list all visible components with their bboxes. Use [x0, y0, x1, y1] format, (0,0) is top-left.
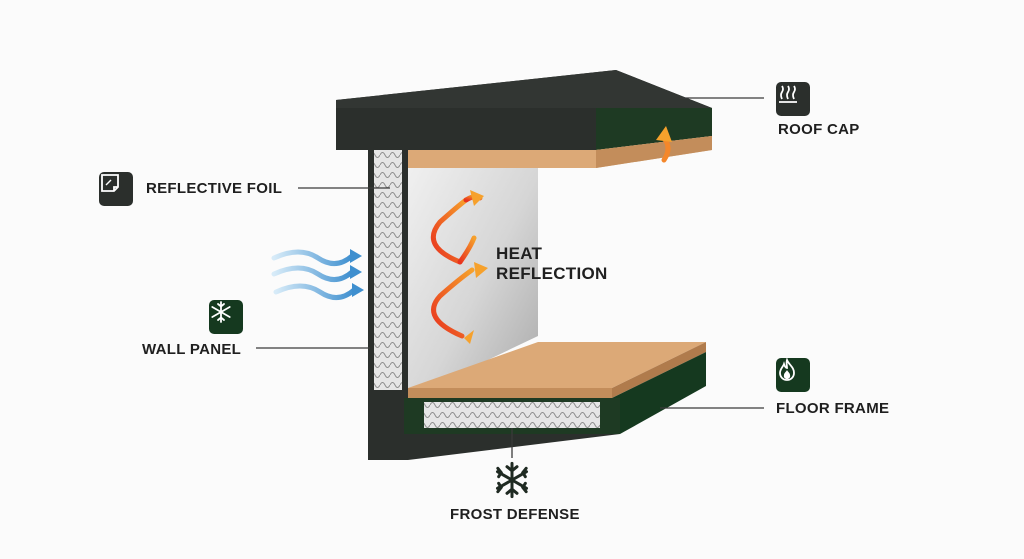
heat-reflection-label-line2: REFLECTION: [496, 264, 608, 283]
floor-board-top: [408, 342, 706, 388]
cold-air-arrows: [271, 249, 357, 300]
roof-cap-top-face: [336, 70, 712, 108]
wall-insulation: [374, 150, 402, 390]
reflective-foil-surface: [408, 148, 538, 398]
floor-frame-label: FLOOR FRAME: [776, 400, 890, 417]
heat-arrowheads: [464, 190, 488, 344]
roof-cap-label: ROOF CAP: [778, 121, 860, 138]
floor-frame-base: [368, 434, 620, 460]
frost-defense-label: FROST DEFENSE: [450, 506, 580, 523]
floor-board-front: [408, 388, 612, 398]
flame-icon: [779, 358, 795, 381]
ceiling-board-edge: [596, 136, 712, 168]
floor-insulation: [424, 402, 600, 428]
floor-frame-badge: [776, 358, 810, 392]
heat-rising-icon: [779, 85, 797, 103]
cold-air-arrowheads: [350, 249, 364, 297]
wall-panel-label: WALL PANEL: [142, 341, 242, 358]
snowflake-icon: [211, 301, 231, 323]
leader-lines: [256, 97, 764, 458]
floor-board-side: [612, 342, 706, 398]
heat-reflection-label-line1: HEAT: [496, 244, 543, 263]
roof-cap-badge: [776, 82, 810, 116]
reflective-foil-badge: [99, 172, 133, 206]
frost-defense-snowflake-icon: [495, 461, 529, 499]
foil-sheet-icon: [101, 174, 119, 192]
floor-frame-side: [612, 352, 706, 434]
reflective-foil-label: REFLECTIVE FOIL: [146, 180, 283, 197]
roof-heat-arrowhead: [656, 126, 672, 142]
wall-panel-badge: [209, 300, 243, 334]
